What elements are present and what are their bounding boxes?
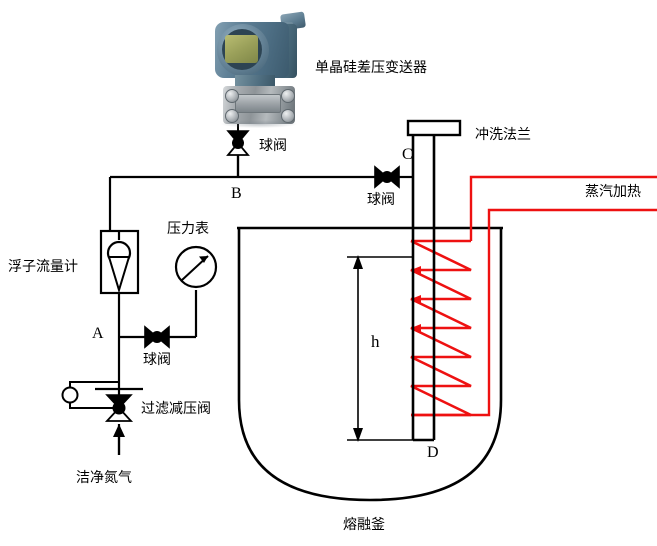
nitrogen-inlet-arrow — [113, 424, 125, 455]
transmitter-shadow — [221, 120, 297, 128]
ball-valve-right-symbol — [374, 165, 400, 189]
melting-kettle-vessel — [237, 226, 503, 502]
transmitter-bolt-icon — [281, 109, 295, 123]
dimension-label-h: h — [371, 332, 380, 351]
point-label-b: B — [231, 185, 242, 202]
dip-tube — [411, 135, 436, 442]
rotameter-symbol — [99, 229, 140, 295]
flush-flange-plate — [406, 119, 462, 137]
transmitter-lcd-display — [225, 35, 258, 63]
transmitter-neck — [235, 75, 275, 89]
ball-valve-left-symbol — [144, 325, 170, 349]
filter-bypass-loop — [61, 381, 119, 409]
pressure-gauge-branch — [119, 290, 198, 339]
steam-heating-coil — [410, 239, 472, 417]
label-melting-kettle: 熔融釜 — [343, 517, 385, 533]
differential-pressure-transmitter — [213, 11, 313, 128]
pressure-gauge-symbol — [174, 245, 218, 289]
transmitter-bolt-icon — [225, 89, 239, 103]
steam-pipe-lines — [469, 175, 657, 417]
label-rotameter: 浮子流量计 — [8, 259, 78, 275]
point-label-a: A — [92, 325, 104, 342]
transmitter-bolt-icon — [281, 89, 295, 103]
transmitter-bolt-icon — [225, 109, 239, 123]
label-flush-flange: 冲洗法兰 — [475, 127, 531, 143]
label-ball-valve-right: 球阀 — [367, 192, 395, 208]
label-steam-heating: 蒸汽加热 — [585, 184, 641, 200]
height-dimension — [347, 255, 413, 442]
transmitter-nameplate — [235, 94, 281, 113]
point-label-c: C — [402, 146, 413, 163]
label-ball-valve-left: 球阀 — [143, 352, 171, 368]
label-ball-valve-top: 球阀 — [259, 138, 287, 154]
point-label-d: D — [427, 444, 439, 461]
label-pressure-gauge: 压力表 — [167, 221, 209, 237]
ball-valve-top-symbol — [226, 130, 250, 177]
label-filter-reducing-valve: 过滤减压阀 — [141, 401, 211, 417]
label-transmitter: 单晶硅差压变送器 — [315, 60, 427, 76]
label-clean-nitrogen: 洁净氮气 — [76, 470, 132, 486]
